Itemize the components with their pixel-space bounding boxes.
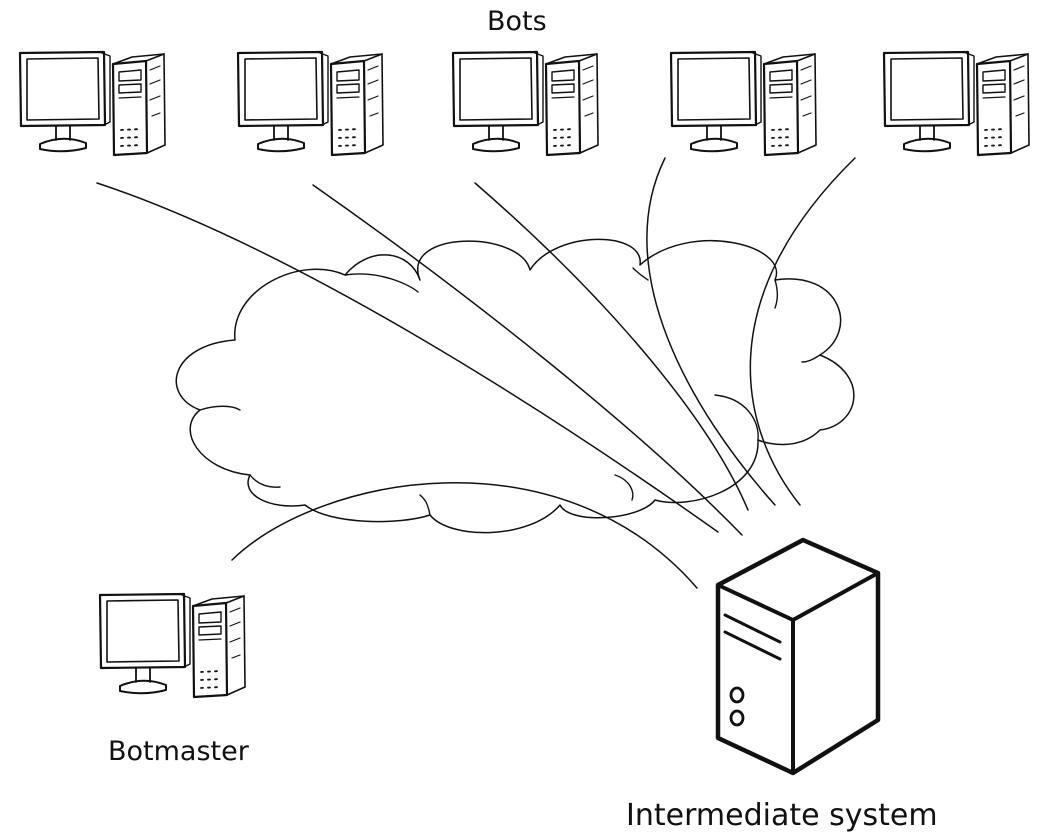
bot-computer-3 bbox=[451, 50, 600, 157]
bot-computer-5 bbox=[882, 50, 1031, 157]
botmaster-computer bbox=[98, 592, 247, 699]
desktop-computer-icon bbox=[451, 50, 600, 157]
server-tower-icon bbox=[715, 537, 881, 776]
desktop-computer-icon bbox=[236, 50, 385, 157]
bot-computer-4 bbox=[669, 50, 818, 157]
botmaster-label: Botmaster bbox=[108, 736, 249, 767]
desktop-computer-icon bbox=[18, 50, 167, 157]
bots-label: Bots bbox=[487, 6, 547, 37]
connection-lines bbox=[96, 157, 856, 589]
cloud-icon bbox=[175, 238, 855, 534]
connection-line-bot-2 bbox=[312, 184, 743, 536]
connection-line-botmaster bbox=[231, 482, 698, 589]
desktop-computer-icon bbox=[882, 50, 1031, 157]
intermediate-system-label: Intermediate system bbox=[626, 798, 938, 833]
connection-line-bot-1 bbox=[96, 182, 719, 533]
connection-line-bot-5 bbox=[749, 157, 856, 506]
desktop-computer-icon bbox=[669, 50, 818, 157]
bot-computer-2 bbox=[236, 50, 385, 157]
desktop-computer-icon bbox=[98, 592, 247, 699]
bot-computer-1 bbox=[18, 50, 167, 157]
connection-line-bot-4 bbox=[646, 157, 776, 506]
connection-line-bot-3 bbox=[474, 182, 749, 511]
